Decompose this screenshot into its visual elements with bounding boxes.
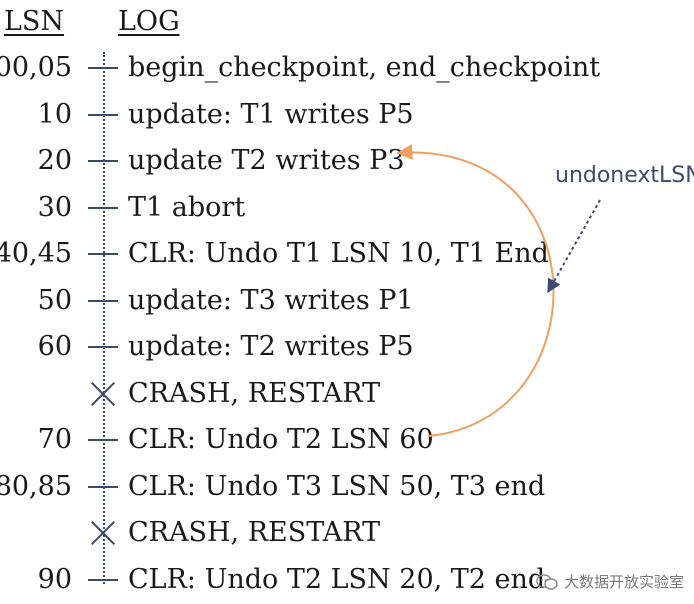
timeline-tick <box>88 578 118 581</box>
log-row: 60 update: T2 writes P5 <box>0 327 694 367</box>
log-row: 30 T1 abort <box>0 188 694 228</box>
log-entry-text: CLR: Undo T2 LSN 20, T2 end <box>128 563 546 595</box>
lsn-column-header: LSN <box>4 6 65 37</box>
log-row: 50 update: T3 writes P1 <box>0 281 694 321</box>
log-row: 20 update T2 writes P3 <box>0 141 694 181</box>
lsn-value: 70 <box>37 424 72 455</box>
log-entry-text: update: T3 writes P1 <box>128 284 414 316</box>
lsn-value: 00,05 <box>0 52 72 83</box>
log-entry-text: CLR: Undo T3 LSN 50, T3 end <box>128 470 546 502</box>
crash-restart-entry: CRASH, RESTART <box>128 377 381 409</box>
log-entry-text: begin_checkpoint, end_checkpoint <box>128 52 601 83</box>
log-entry-text: CLR: Undo T2 LSN 60 <box>128 424 434 455</box>
undonext-label: undonextLSN <box>555 163 694 188</box>
timeline-tick <box>88 160 118 162</box>
watermark: 大数据开放实验室 <box>536 571 684 592</box>
log-entry-text: update: T2 writes P5 <box>128 331 414 362</box>
log-entry-text: update T2 writes P3 <box>128 145 405 176</box>
wechat-icon <box>536 573 558 590</box>
lsn-value: 40,45 <box>0 238 72 269</box>
timeline-tick <box>88 206 118 209</box>
lsn-value: 60 <box>37 331 72 362</box>
lsn-value: 10 <box>37 98 72 130</box>
crash-x-icon <box>89 519 117 547</box>
crash-restart-entry: CRASH, RESTART <box>128 517 381 548</box>
timeline-tick <box>88 439 118 441</box>
log-row: CRASH, RESTART <box>0 513 694 553</box>
lsn-value: 50 <box>37 284 72 316</box>
timeline-tick <box>88 113 118 116</box>
timeline-tick <box>88 299 118 302</box>
log-row: 10 update: T1 writes P5 <box>0 95 694 135</box>
log-entry-text: update: T1 writes P5 <box>128 98 414 130</box>
log-row: 00,05 begin_checkpoint, end_checkpoint <box>0 48 694 88</box>
lsn-value: 80,85 <box>0 470 72 502</box>
log-row: 90 CLR: Undo T2 LSN 20, T2 end <box>0 560 694 600</box>
lsn-value: 30 <box>37 191 72 223</box>
timeline-tick <box>88 253 118 255</box>
log-entry-text: CLR: Undo T1 LSN 10, T1 End <box>128 238 549 269</box>
log-row: 70 CLR: Undo T2 LSN 60 <box>0 420 694 460</box>
log-timeline <box>103 52 105 584</box>
watermark-text: 大数据开放实验室 <box>563 573 684 591</box>
log-row: 80,85 CLR: Undo T3 LSN 50, T3 end <box>0 467 694 507</box>
log-entry-text: T1 abort <box>128 191 246 223</box>
timeline-tick <box>88 346 118 348</box>
log-column-header: LOG <box>118 6 180 37</box>
lsn-value: 90 <box>37 563 72 595</box>
timeline-tick <box>88 67 118 69</box>
crash-x-icon <box>89 380 117 408</box>
log-row: CRASH, RESTART <box>0 374 694 414</box>
log-row: 40,45 CLR: Undo T1 LSN 10, T1 End <box>0 234 694 274</box>
timeline-tick <box>88 485 118 488</box>
lsn-value: 20 <box>37 145 72 176</box>
